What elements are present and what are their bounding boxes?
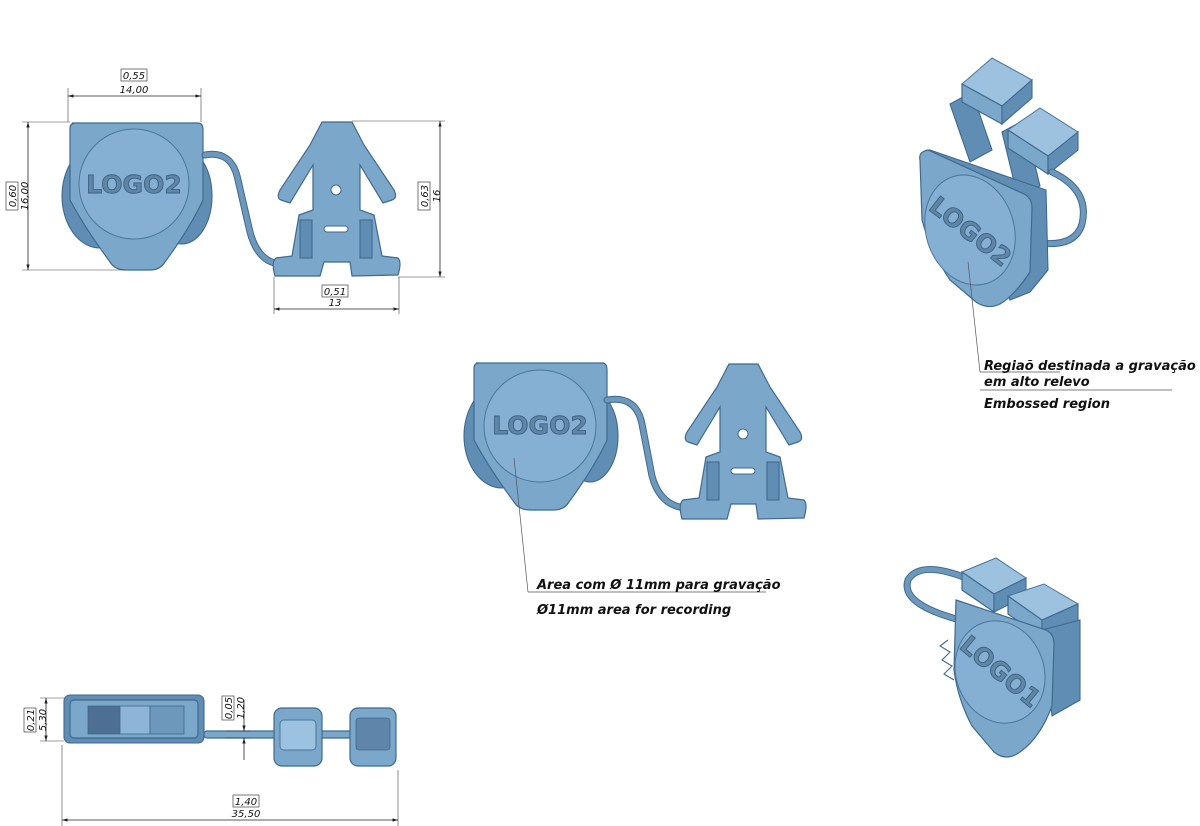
base-width-value: 13 [329,298,342,309]
recording-note-pt: Area com Ø 11mm para gravação [536,578,781,593]
iso-view-bottom: LOGO1 [903,557,1081,758]
center-logo: LOGO2 [492,411,587,440]
left-height-tolerance: 0,60 [8,185,19,207]
top-width-tolerance: 0,55 [123,71,145,82]
dimension-total-length: 1,40 35,50 [61,745,399,826]
front-seal-body: LOGO2 [61,122,213,271]
left-height-value: 16,00 [20,182,31,211]
total-length-value: 35,50 [232,809,261,820]
thickness-value: 5,30 [38,709,49,731]
embossed-note-en: Embossed region [984,397,1110,412]
front-clip [272,121,401,277]
center-clip [679,363,807,520]
dimension-thickness: 0,21 5,30 [23,697,64,742]
wire-diameter-value: 1,20 [236,697,247,719]
right-height-value: 16 [432,190,443,203]
thickness-tolerance: 0,21 [26,709,37,731]
wire-diameter-tolerance: 0,05 [224,697,235,719]
iso-top-cap-1 [961,57,1033,126]
dimension-right-height: 0,63 16 [352,120,445,278]
recording-area-callout: Area com Ø 11mm para gravação Ø11mm area… [513,457,781,618]
dimension-top-width: 0,55 14,00 [67,68,202,122]
embossed-region-callout: Regiaõ destinada a gravação em alto rele… [967,261,1196,412]
dimension-left-height: 0,60 16,00 [5,121,125,271]
dimension-base-width: 0,51 13 [273,277,400,314]
embossed-note-pt-line1: Regiaõ destinada a gravação [984,359,1196,374]
recording-note-en: Ø11mm area for recording [536,603,731,618]
right-height-tolerance: 0,63 [420,185,431,207]
front-logo: LOGO2 [86,170,181,199]
front-view: LOGO2 0,55 14,00 0 [5,68,445,314]
embossed-note-pt-line2: em alto relevo [984,375,1090,390]
base-width-tolerance: 0,51 [324,287,346,298]
dimension-wire-diameter: 0,05 1,20 [221,695,250,760]
top-width-value: 14,00 [120,85,149,96]
side-view: 0,21 5,30 0,05 1,20 1,40 35,50 [23,694,399,826]
iso-top-cap-2 [1007,107,1079,176]
center-view: LOGO2 Area com Ø 11mm para gravação Ø11m… [463,362,807,618]
total-length-tolerance: 1,40 [235,797,257,808]
iso-view-top: LOGO2 Regiaõ destinada a gravação em alt… [919,57,1196,412]
